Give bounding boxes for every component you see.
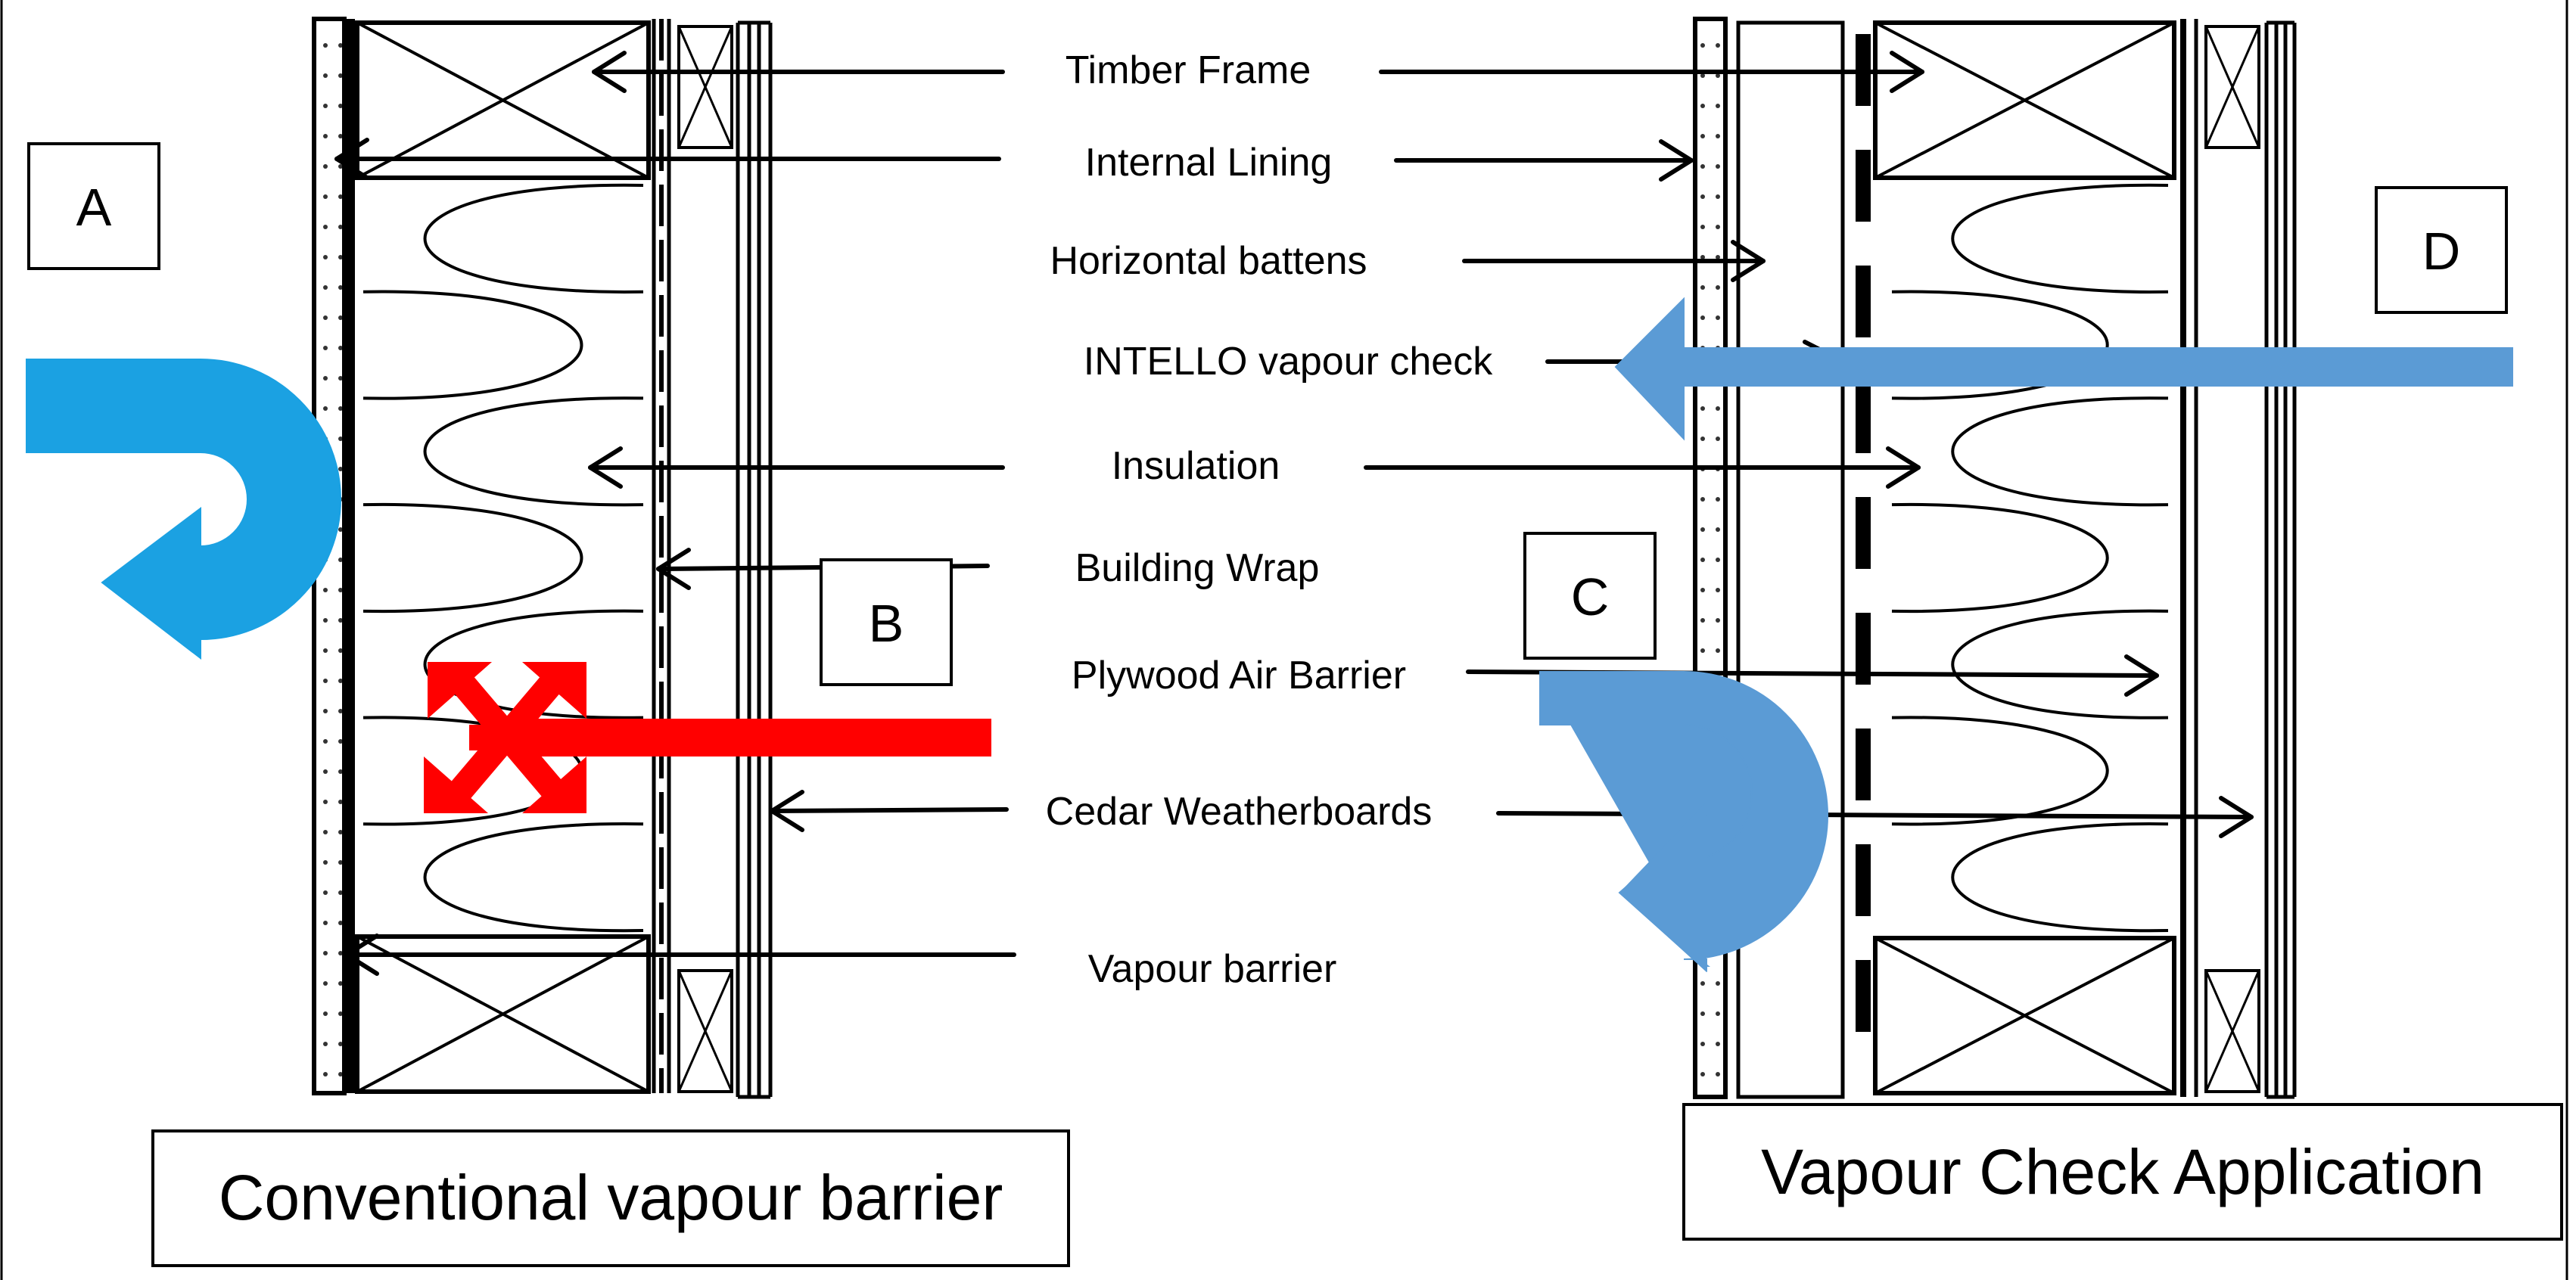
vapour-flow-arrow-b [424, 662, 991, 813]
letter-c: C [1571, 567, 1610, 626]
vapour-flow-arrow-c-head [1619, 802, 1706, 972]
left-insulation-loops [362, 183, 644, 933]
letter-d: D [2422, 222, 2461, 281]
label-internal-lining: Internal Lining [1085, 141, 1333, 185]
label-building-wrap: Building Wrap [1075, 546, 1320, 590]
caption-conventional: Conventional vapour barrier [219, 1162, 1003, 1233]
right-insulation-loops [1891, 183, 2169, 933]
label-vapour-barrier: Vapour barrier [1088, 947, 1337, 991]
component-labels: Timber Frame Internal Lining Horizontal … [1046, 48, 1494, 991]
left-insulation [362, 183, 644, 933]
letter-box-c: C [1523, 532, 1657, 660]
right-insulation [1891, 183, 2169, 933]
vapour-flow-arrow-c-body [1539, 671, 1828, 973]
left-batten-top [677, 25, 733, 149]
left-timber-frame-top [355, 20, 651, 180]
left-wall-section [312, 17, 773, 1099]
left-cedar-weatherboards [736, 20, 773, 1099]
right-timber-frame-bottom [1873, 936, 2176, 1095]
vapour-flow-arrow-a [26, 359, 341, 660]
label-intello-vapour-check: INTELLO vapour check [1084, 340, 1493, 384]
letter-box-a: A [27, 142, 160, 270]
caption-vapour-check: Vapour Check Application [1761, 1136, 2484, 1207]
label-horizontal-battens: Horizontal battens [1050, 239, 1367, 283]
label-cedar-weatherboards: Cedar Weatherboards [1046, 790, 1433, 834]
letter-box-d: D [2375, 186, 2508, 314]
left-batten-bottom [677, 969, 733, 1093]
right-wall-section [1693, 17, 2297, 1099]
label-insulation: Insulation [1112, 444, 1280, 488]
letter-b: B [869, 594, 904, 653]
caption-left: Conventional vapour barrier [151, 1129, 1070, 1267]
label-plywood-air-barrier: Plywood Air Barrier [1072, 654, 1406, 697]
letter-a: A [76, 178, 112, 237]
right-cedar-weatherboards [2264, 20, 2297, 1099]
right-timber-frame-top [1873, 20, 2176, 180]
leader-lines [334, 51, 2254, 976]
left-timber-frame-bottom [355, 934, 651, 1094]
caption-right: Vapour Check Application [1682, 1103, 2563, 1241]
right-batten-top [2204, 25, 2260, 149]
right-horizontal-battens [1736, 20, 1845, 1099]
letter-box-b: B [820, 558, 953, 686]
vapour-flow-arrow-d [1614, 297, 2513, 441]
label-timber-frame: Timber Frame [1066, 48, 1311, 92]
right-batten-bottom [2204, 969, 2260, 1093]
